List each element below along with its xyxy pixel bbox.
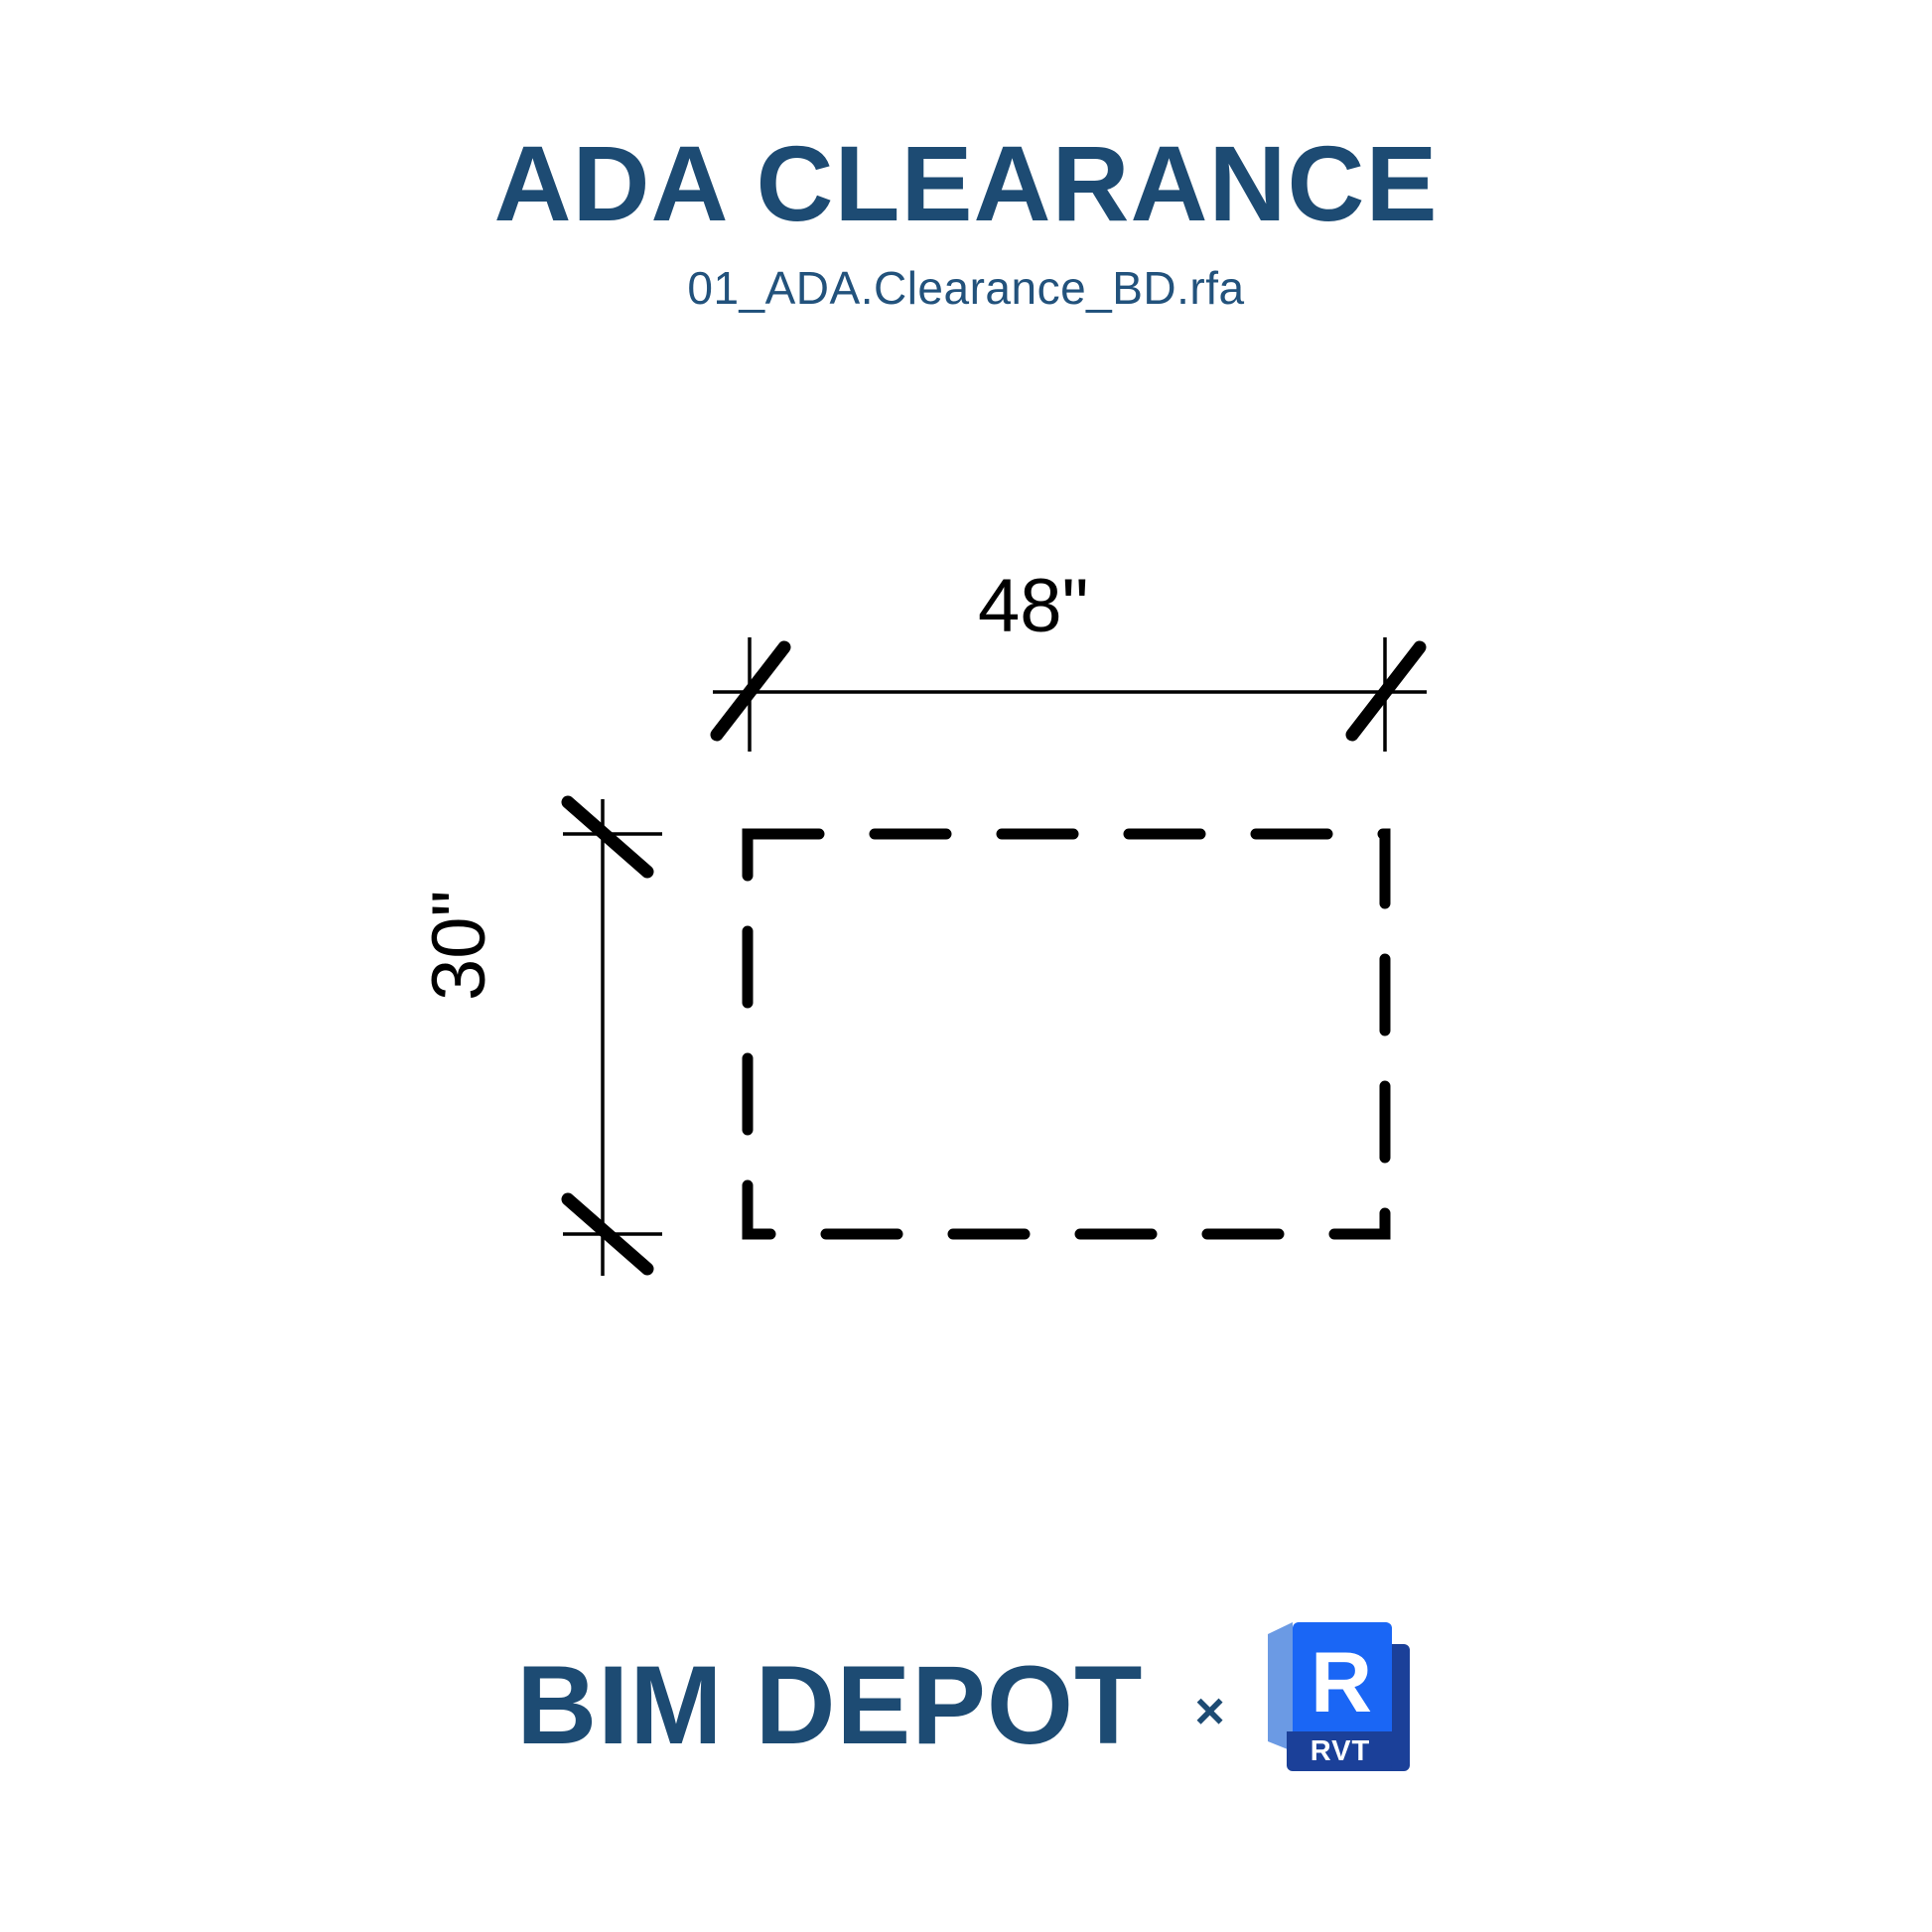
dim-top-tick-left bbox=[710, 640, 791, 742]
dim-top-tick-right bbox=[1345, 640, 1427, 742]
revit-icon-rvt-band bbox=[1286, 1731, 1392, 1771]
brand-separator-x: × bbox=[1194, 1683, 1225, 1740]
brand-wordmark: BIM DEPOT bbox=[516, 1643, 1144, 1767]
dim-left-tick-top bbox=[561, 795, 654, 879]
dimension-label-width: 48" bbox=[978, 564, 1089, 648]
footer-brand-bar: BIM DEPOT × R RVT bbox=[0, 1618, 1932, 1793]
revit-icon-svg: R RVT bbox=[1267, 1622, 1410, 1771]
page-subtitle-filename: 01_ADA.Clearance_BD.rfa bbox=[687, 262, 1245, 315]
revit-icon-letter: R bbox=[1311, 1635, 1372, 1730]
revit-icon-face bbox=[1292, 1622, 1392, 1731]
header: ADA CLEARANCE 01_ADA.Clearance_BD.rfa bbox=[0, 127, 1932, 315]
revit-icon-extension-label: RVT bbox=[1311, 1735, 1370, 1767]
clearance-rectangle bbox=[742, 828, 1391, 1240]
dim-left-tick-bottom bbox=[561, 1192, 654, 1276]
dimension-label-height: 30" bbox=[417, 890, 501, 1001]
page-title: ADA CLEARANCE bbox=[493, 123, 1439, 243]
revit-icon-spine bbox=[1267, 1622, 1293, 1751]
revit-rvt-icon: R RVT bbox=[1265, 1620, 1416, 1795]
